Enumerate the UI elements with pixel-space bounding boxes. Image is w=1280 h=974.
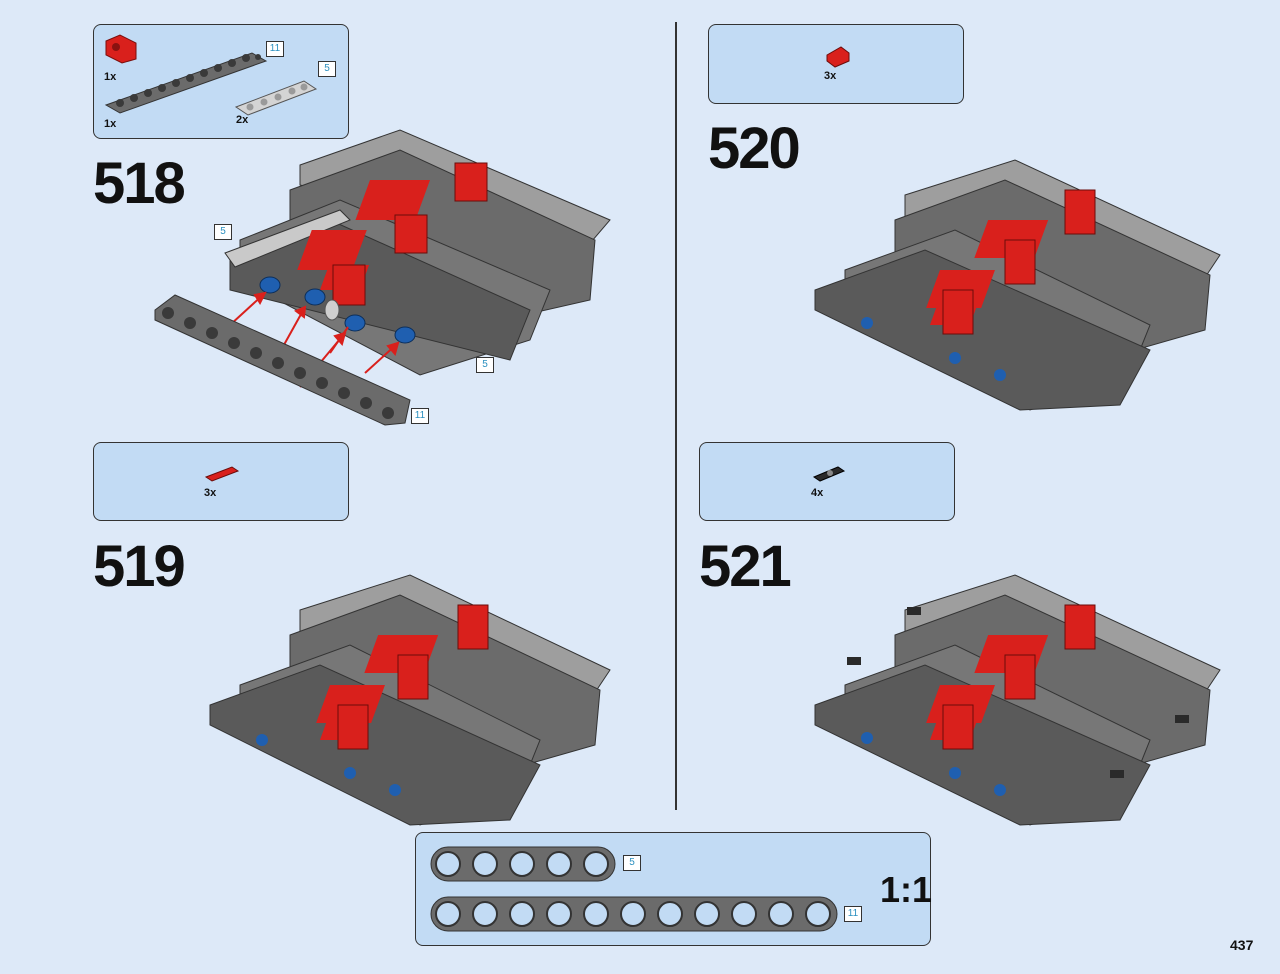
part-qty: 4x (811, 487, 824, 499)
scale-label: 1:1 (880, 869, 933, 910)
beam-11-ruler-icon (430, 896, 838, 932)
step-number: 519 (93, 534, 186, 599)
black-pin-icon (812, 466, 846, 482)
step-521-model (814, 574, 1221, 826)
part-qty: 3x (824, 70, 837, 82)
step-520-model (814, 159, 1221, 411)
beam-length-label: 11 (266, 41, 284, 57)
step-519-model (209, 574, 611, 826)
step-518-parts-callout: 1x 11 1x 5 2x (93, 24, 349, 139)
red-bush-icon (826, 46, 850, 68)
step-519-parts-callout: 3x (93, 442, 349, 521)
beam-5-ruler-icon (430, 846, 616, 882)
vertical-divider (675, 22, 677, 810)
beam-length-label: 5 (623, 855, 641, 871)
red-axle-icon (204, 466, 240, 482)
part-qty: 2x (236, 114, 249, 126)
red-connector-icon (105, 34, 137, 64)
part-qty: 1x (104, 118, 117, 130)
beam-length-label: 5 (318, 61, 336, 77)
step-520-parts-callout: 3x (708, 24, 964, 104)
step-number: 518 (93, 151, 186, 216)
scale-ruler-callout: 5 11 1:1 (415, 832, 933, 946)
light-gray-beam-5-icon (234, 80, 318, 116)
part-qty: 1x (104, 71, 117, 83)
dark-gray-beam-11-icon (104, 52, 268, 114)
beam-length-label: 5 (214, 224, 232, 240)
step-518-model (154, 129, 611, 426)
beam-length-label: 11 (844, 906, 862, 922)
part-qty: 3x (204, 487, 217, 499)
beam-length-label: 5 (476, 357, 494, 373)
beam-length-label: 11 (411, 408, 429, 424)
step-521-parts-callout: 4x (699, 442, 955, 521)
step-number: 520 (708, 116, 801, 181)
page-number: 437 (1230, 937, 1254, 953)
step-number: 521 (699, 534, 792, 599)
